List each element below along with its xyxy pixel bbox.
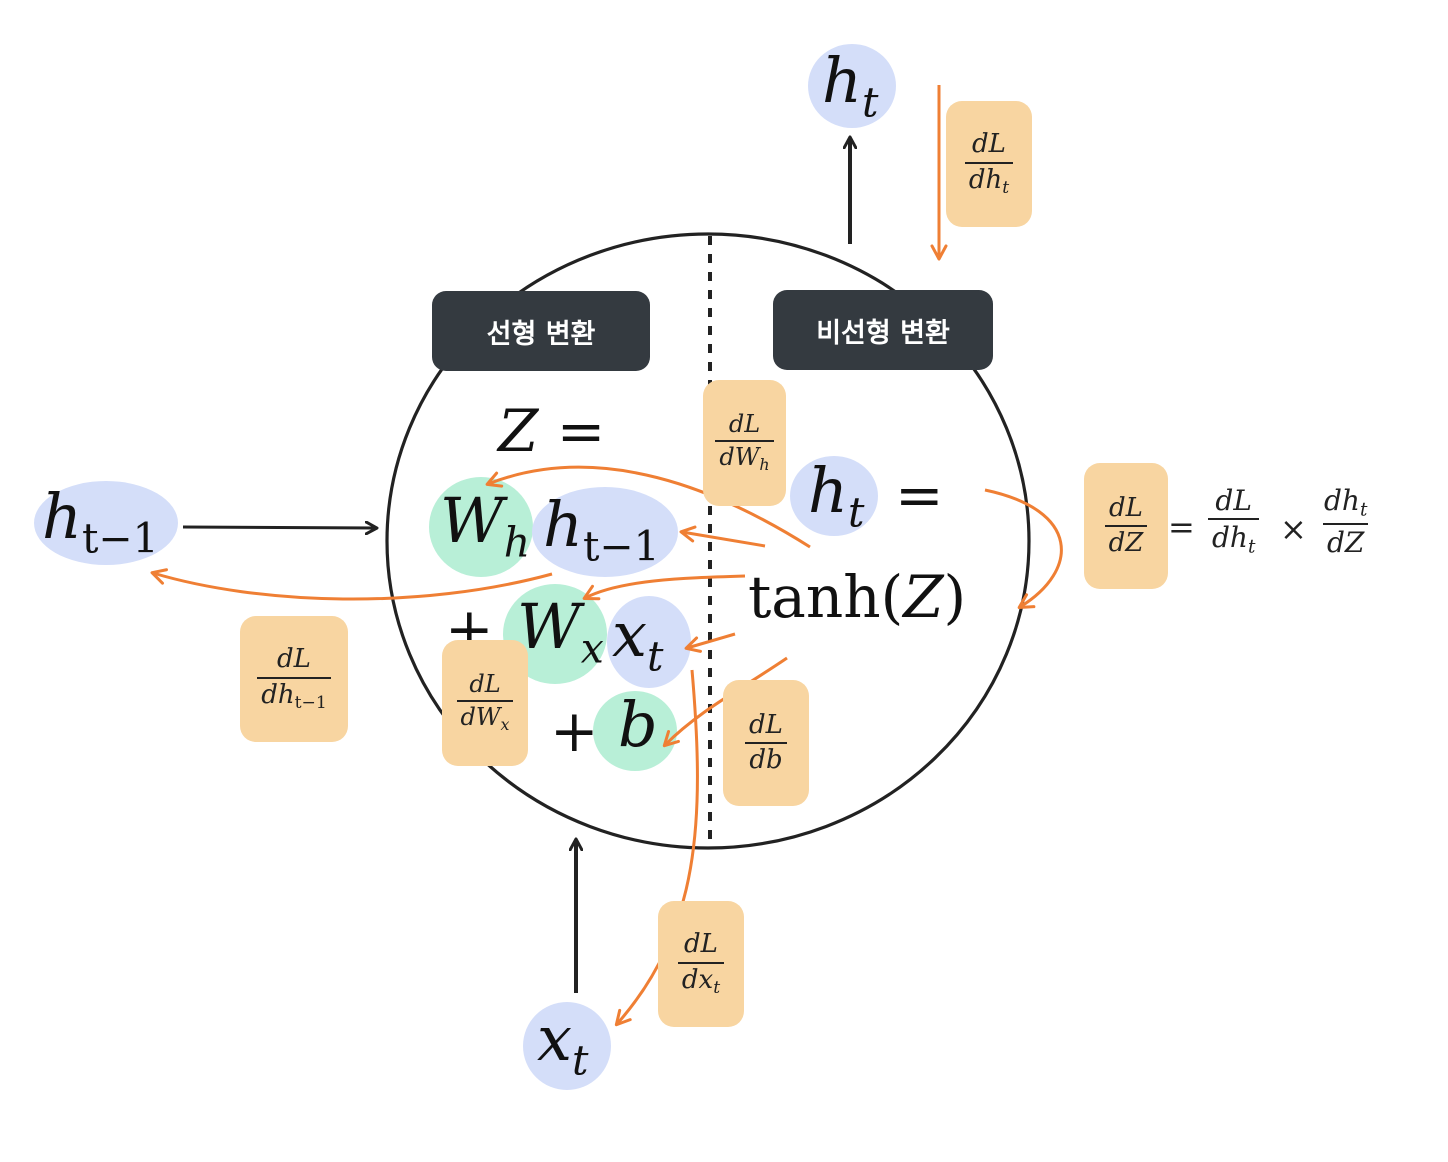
highlight-x-bottom [523,1002,611,1090]
symbol-h-prev-left: ht−1 [42,480,159,563]
highlight-h-top [808,44,896,128]
nonlinear-transform-tag: 비선형 변환 [773,290,993,370]
equation-h-lhs: ht [808,454,865,537]
symbol-x-bottom: xt [537,1002,589,1085]
gradient-box-dl-dz: dL dZ [1084,463,1168,589]
symbol-b: b [618,688,658,761]
grad-arrow-to-h-prev-in [679,525,766,548]
gradient-box-dl-dwh: dL dWh [703,380,786,506]
gradient-box-dl-dwx: dL dWx [442,640,528,766]
symbol-Wx: Wx [517,590,604,673]
equation-z-lhs: Z = [498,397,606,465]
equation-tanh: tanh(Z) [748,563,967,631]
rnn-cell-circle [385,232,1031,850]
highlight-ht-eq [790,456,878,536]
grad-arrow-dl-dwh [485,465,811,549]
equation-h-equals: = [895,461,944,529]
chain-rule-factor-dl-dht: dL dht [1208,486,1260,557]
linear-transform-tag: 선형 변환 [432,291,650,371]
grad-arrow-dl-dhprev [150,568,553,601]
gradient-box-dl-dht: dL dht [946,101,1032,227]
symbol-x-in: xt [612,598,664,681]
gradient-box-dl-dhprev: dL dht−1 [240,616,348,742]
plus-sign-2: + [550,697,599,765]
symbol-h-top: ht [822,44,879,127]
chain-rule-times: × [1280,510,1307,548]
highlight-Wx [503,584,607,684]
symbol-Wh: Wh [440,484,531,567]
highlight-h-prev-in [532,487,678,577]
highlight-x-in [607,596,691,688]
grad-arrow-to-x-in [684,632,736,653]
chain-rule-factor-dht-dz: dht dZ [1323,484,1369,559]
chain-rule-equals: = [1168,508,1195,546]
gradient-box-dl-dxt: dL dxt [658,901,744,1027]
highlight-b [593,691,677,771]
grad-arrow-dl-db [662,656,788,748]
grad-arrow-dl-dwx [582,574,746,601]
forward-arrow-h-prev-in [182,527,376,528]
symbol-h-prev-in: ht−1 [543,488,660,571]
highlight-Wh [429,477,533,577]
gradient-box-dl-db: dL db [723,680,809,806]
grad-arrow-dl-dz [984,488,1063,610]
highlight-h-prev-left [34,481,178,565]
grad-arrow-dl-dxt [614,669,699,1027]
